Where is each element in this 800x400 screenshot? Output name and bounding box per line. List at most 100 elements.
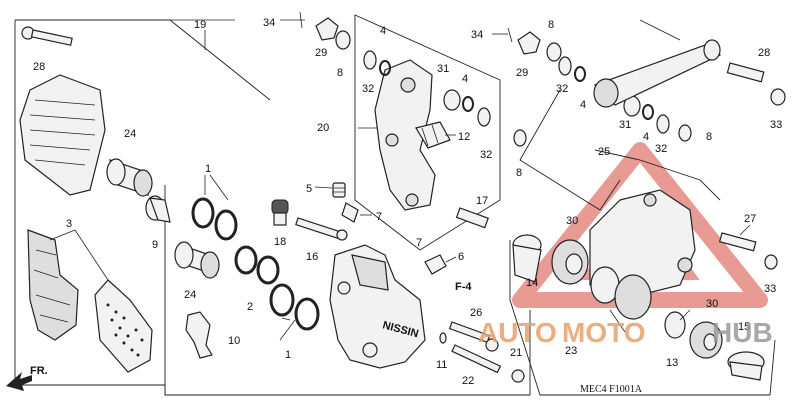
watermark-text: AUTO MOTO HUB (478, 317, 773, 348)
reference-f4: F-4 (455, 281, 472, 293)
callout-22: 22 (462, 375, 474, 387)
callout-19: 19 (194, 19, 206, 31)
callout-6: 6 (458, 251, 464, 263)
bolt-17 (455, 207, 489, 229)
torque-rod-25 (593, 39, 722, 108)
caliper-bracket-20 (374, 59, 436, 211)
callout-8-right: 8 (706, 131, 712, 143)
collar-14 (512, 234, 542, 283)
callout-1-bottom: 1 (285, 349, 291, 361)
plug-7-upper (341, 202, 359, 223)
collar-13 (664, 311, 686, 339)
pivot-sleeve (590, 266, 652, 320)
piston-24-bottom (174, 241, 220, 279)
bolt-28-right (726, 62, 765, 83)
callout-7-lower: 7 (416, 237, 422, 249)
callout-31-left: 31 (437, 63, 449, 75)
callout-24-top: 24 (124, 128, 136, 140)
callout-17: 17 (476, 195, 488, 207)
piston-9 (145, 195, 171, 223)
callout-29-right: 29 (516, 67, 528, 79)
callout-4-top: 4 (380, 25, 386, 37)
front-arrow-label: FR. (30, 365, 48, 377)
callout-2: 2 (247, 301, 253, 313)
frame-lines (14, 14, 776, 396)
callout-14: 14 (526, 277, 538, 289)
cap-33-bottom (764, 254, 778, 270)
piston-24-top (106, 158, 153, 197)
callout-8-mid: 8 (516, 167, 522, 179)
fitting-6 (424, 254, 447, 275)
bearing-30-right (689, 321, 723, 359)
collar-15-bottom (727, 351, 765, 381)
callout-20: 20 (317, 122, 329, 134)
callout-9: 9 (152, 239, 158, 251)
watermark-moto: MOTO (562, 317, 645, 348)
bolt-22 (451, 344, 525, 383)
callout-16: 16 (306, 251, 318, 263)
callout-30-left: 30 (566, 215, 578, 227)
diagram-code: MEC4 F1001A (580, 384, 643, 395)
callout-34-right: 34 (471, 29, 483, 41)
callout-28-right: 28 (758, 47, 770, 59)
bearing-30-left (551, 239, 589, 285)
callout-12: 12 (458, 131, 470, 143)
callout-8-top-right: 8 (548, 19, 554, 31)
callout-3: 3 (66, 218, 72, 230)
pad-spring-10 (185, 311, 213, 359)
callout-32-a: 32 (362, 83, 374, 95)
watermark-hub: HUB (712, 317, 773, 348)
front-arrow: FR. (6, 365, 48, 391)
callout-25: 25 (598, 146, 610, 158)
callout-7-upper: 7 (376, 211, 382, 223)
callout-10: 10 (228, 335, 240, 347)
callout-33-bottom: 33 (764, 283, 776, 295)
washer-8-left (335, 30, 351, 50)
bracket-15 (589, 189, 696, 301)
callout-4-right: 4 (580, 99, 586, 111)
brake-pad-right (94, 279, 153, 373)
pin-16 (295, 217, 348, 241)
callout-31-right: 31 (619, 119, 631, 131)
bolt-28 (21, 26, 73, 46)
callout-32-d: 32 (655, 143, 667, 155)
collar-32-set (363, 50, 692, 147)
seals-1-bottom (269, 283, 320, 331)
bolt-27 (718, 232, 757, 252)
callout-15: 15 (738, 321, 750, 333)
callout-13: 13 (666, 357, 678, 369)
washer-11 (439, 332, 447, 344)
nut-29-left (315, 17, 339, 41)
leader-lines (49, 19, 751, 341)
caliper-cover-24 (19, 74, 106, 196)
callout-4-far-right: 4 (643, 131, 649, 143)
callout-8-top-left: 8 (337, 67, 343, 79)
callout-23: 23 (565, 345, 577, 357)
bleeder-cap-18 (271, 199, 289, 226)
callout-26: 26 (470, 307, 482, 319)
callout-11: 11 (436, 359, 447, 371)
callout-29-left: 29 (315, 47, 327, 59)
callout-18: 18 (274, 236, 286, 248)
callout-32-b: 32 (480, 149, 492, 161)
callout-32-c: 32 (556, 83, 568, 95)
callout-numbers: 19 34 29 8 28 24 1 9 3 24 2 1 10 18 16 5… (33, 17, 782, 395)
seals-1-top (191, 197, 238, 241)
bolt-26 (448, 321, 499, 352)
nut-29-right (517, 31, 541, 55)
bleeder-5 (332, 182, 346, 198)
caliper-body: NISSIN (329, 244, 426, 369)
pad-clip-12 (415, 121, 451, 149)
callout-33-top: 33 (770, 119, 782, 131)
washer-8-right (546, 42, 562, 62)
callout-5: 5 (306, 183, 312, 195)
seals-2 (234, 245, 280, 285)
callout-4-mid: 4 (462, 73, 468, 85)
callout-1-top: 1 (205, 163, 211, 175)
callout-24-bottom: 24 (184, 289, 196, 301)
cap-33-top (770, 88, 786, 106)
callout-34-left: 34 (263, 17, 275, 29)
callout-27: 27 (744, 213, 756, 225)
